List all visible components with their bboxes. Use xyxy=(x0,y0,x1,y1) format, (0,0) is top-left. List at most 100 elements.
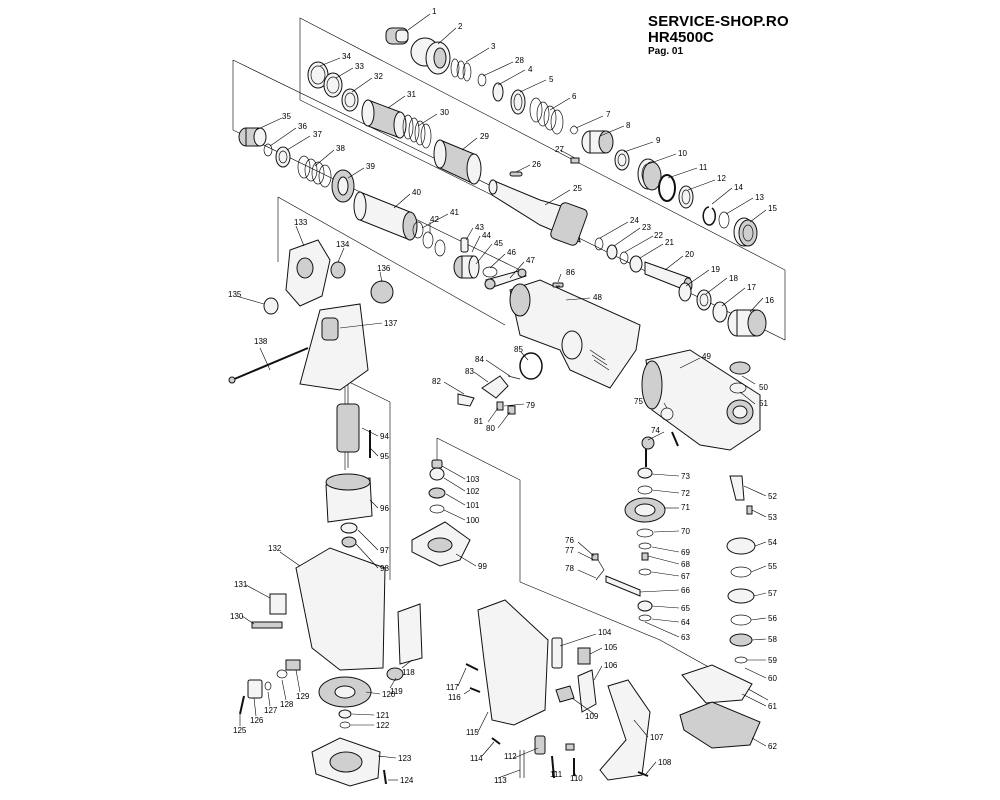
part-1-cap xyxy=(385,27,409,45)
callout-78: 78 xyxy=(565,564,574,573)
part-25-tool-holder-shaft xyxy=(488,179,588,246)
part-118-switch xyxy=(397,603,423,665)
callout-113: 113 xyxy=(494,776,507,785)
callout-15: 15 xyxy=(768,204,777,213)
part-86-screw xyxy=(552,282,564,288)
part-19-ring xyxy=(678,282,692,302)
part-81-spring xyxy=(496,401,504,411)
callout-59: 59 xyxy=(768,656,777,665)
callout-138: 138 xyxy=(254,337,268,346)
callout-112: 112 xyxy=(504,752,517,761)
callout-110: 110 xyxy=(570,774,583,783)
part-135-bushing xyxy=(263,297,279,315)
part-127-cap xyxy=(264,681,272,691)
callout-20: 20 xyxy=(685,250,694,259)
callout-133: 133 xyxy=(294,218,308,227)
part-114-screw xyxy=(491,737,501,745)
callout-129: 129 xyxy=(296,692,310,701)
part-102-bearing xyxy=(429,467,445,481)
callout-48: 48 xyxy=(593,293,602,302)
diagram-header: SERVICE-SHOP.RO HR4500C Pag. 01 xyxy=(648,14,789,57)
part-30-spring xyxy=(402,114,432,149)
callout-130: 130 xyxy=(230,612,244,621)
callout-111: 111 xyxy=(550,770,563,779)
callout-95: 95 xyxy=(380,452,389,461)
callout-77: 77 xyxy=(565,546,574,555)
part-133-clamp xyxy=(285,239,331,307)
part-52-crank-shaft xyxy=(729,475,745,501)
part-80-screw xyxy=(507,405,516,415)
part-65-ring xyxy=(637,600,653,612)
part-13-washer xyxy=(718,211,730,229)
callout-52: 52 xyxy=(768,492,777,501)
callout-26: 26 xyxy=(532,160,541,169)
callout-1: 1 xyxy=(432,7,437,16)
part-9-ring xyxy=(614,149,630,171)
callout-73: 73 xyxy=(681,472,690,481)
callout-115: 115 xyxy=(466,728,479,737)
callout-99: 99 xyxy=(478,562,487,571)
callout-13: 13 xyxy=(755,193,764,202)
callout-19: 19 xyxy=(711,265,720,274)
leader-lines xyxy=(235,13,767,781)
callout-8: 8 xyxy=(626,121,631,130)
part-108-screw xyxy=(637,771,649,777)
callout-56: 56 xyxy=(768,614,777,623)
part-54-bearing xyxy=(726,537,756,555)
part-31-cylinder xyxy=(361,99,407,139)
callout-53: 53 xyxy=(768,513,777,522)
part-26-pin xyxy=(509,171,523,177)
shop-name: SERVICE-SHOP.RO xyxy=(648,13,789,30)
callout-104: 104 xyxy=(598,628,612,637)
part-36-ring xyxy=(263,143,273,157)
callout-135: 135 xyxy=(228,290,242,299)
part-43-pin xyxy=(460,237,469,253)
callout-4: 4 xyxy=(528,65,533,74)
part-61-gasket xyxy=(681,664,753,704)
part-98-bearing xyxy=(341,536,357,548)
callout-39: 39 xyxy=(366,162,375,171)
callout-137: 137 xyxy=(384,319,398,328)
callout-51: 51 xyxy=(759,399,768,408)
part-58-gear xyxy=(729,633,753,647)
part-46-ring xyxy=(482,266,498,278)
part-18-ring xyxy=(696,289,712,311)
callout-69: 69 xyxy=(681,548,690,557)
callout-34: 34 xyxy=(342,52,351,61)
callout-72: 72 xyxy=(681,489,690,498)
callout-85: 85 xyxy=(514,345,523,354)
part-132-housing xyxy=(295,547,386,671)
part-71-gear xyxy=(624,497,666,523)
callout-57: 57 xyxy=(768,589,777,598)
part-57-ring xyxy=(727,588,755,604)
callout-118: 118 xyxy=(402,668,415,677)
callout-29: 29 xyxy=(480,132,489,141)
callout-31: 31 xyxy=(407,90,416,99)
callout-83: 83 xyxy=(465,367,474,376)
callout-2: 2 xyxy=(458,22,463,31)
part-2-sleeve xyxy=(410,37,451,75)
callout-33: 33 xyxy=(355,62,364,71)
callout-27: 27 xyxy=(555,145,564,154)
callout-63: 63 xyxy=(681,633,690,642)
callout-42: 42 xyxy=(430,215,439,224)
callout-43: 43 xyxy=(475,223,484,232)
callout-127: 127 xyxy=(264,706,278,715)
callout-24: 24 xyxy=(630,216,639,225)
callout-132: 132 xyxy=(268,544,282,553)
callout-66: 66 xyxy=(681,586,690,595)
part-105-switch xyxy=(577,647,591,665)
callout-123: 123 xyxy=(398,754,412,763)
callout-45: 45 xyxy=(494,239,503,248)
callout-62: 62 xyxy=(768,742,777,751)
callout-49: 49 xyxy=(702,352,711,361)
part-41b-ring xyxy=(434,239,446,257)
callout-114: 114 xyxy=(470,754,483,763)
part-22-ring xyxy=(619,251,629,265)
part-119-lock xyxy=(386,667,404,681)
part-137-handle xyxy=(299,303,369,391)
callout-100: 100 xyxy=(466,516,480,525)
part-38-spring xyxy=(297,155,332,188)
callout-17: 17 xyxy=(747,283,756,292)
